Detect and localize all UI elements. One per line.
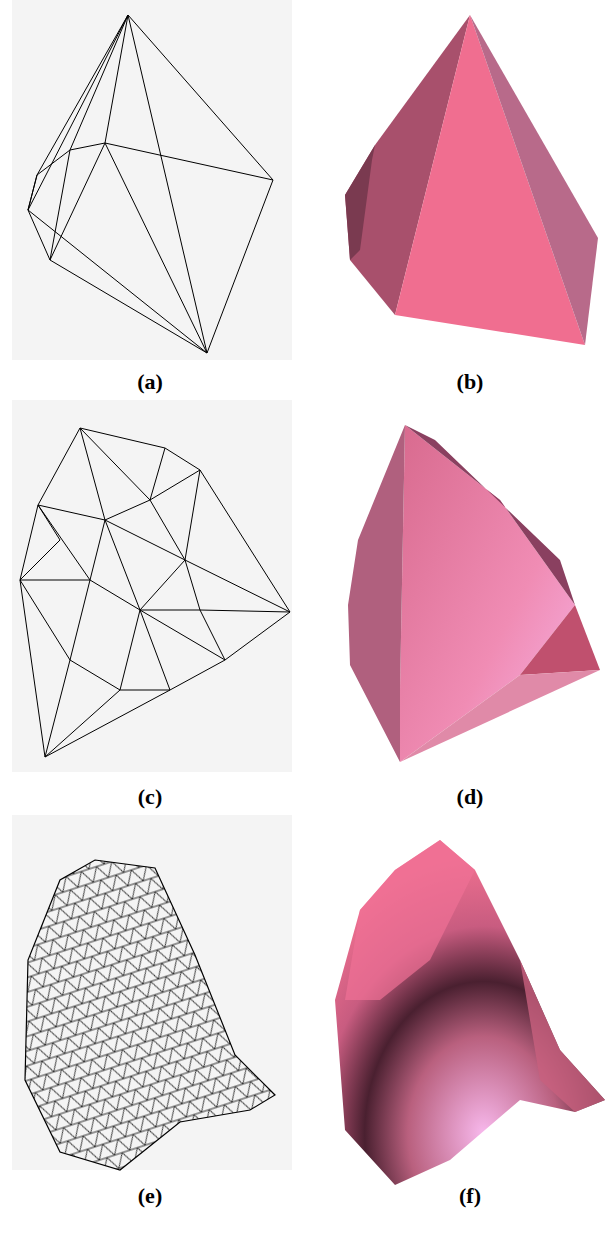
wireframe-outline bbox=[25, 860, 275, 1170]
panel-label: (e) bbox=[138, 1184, 162, 1208]
polyhedron-face bbox=[405, 425, 575, 605]
panel-label: (c) bbox=[138, 785, 162, 809]
smooth-surface bbox=[335, 840, 605, 1185]
panel-ground bbox=[12, 400, 292, 772]
polyhedron-face bbox=[400, 670, 600, 762]
wireframe-mesh bbox=[12, 815, 292, 1175]
polyhedron-face bbox=[520, 605, 600, 675]
wireframe-mesh bbox=[20, 428, 290, 757]
smooth-surface bbox=[520, 960, 605, 1112]
panel-label: (a) bbox=[137, 370, 163, 394]
polyhedron-face bbox=[470, 15, 598, 345]
polyhedron-face bbox=[348, 425, 405, 762]
wireframe-mesh bbox=[28, 15, 273, 353]
polyhedron-face bbox=[345, 145, 375, 260]
panel-label: (d) bbox=[457, 785, 484, 809]
panel-label: (b) bbox=[457, 370, 484, 394]
panel-ground bbox=[12, 0, 292, 360]
smooth-surface bbox=[345, 840, 475, 1000]
panel-label: (f) bbox=[459, 1184, 481, 1208]
